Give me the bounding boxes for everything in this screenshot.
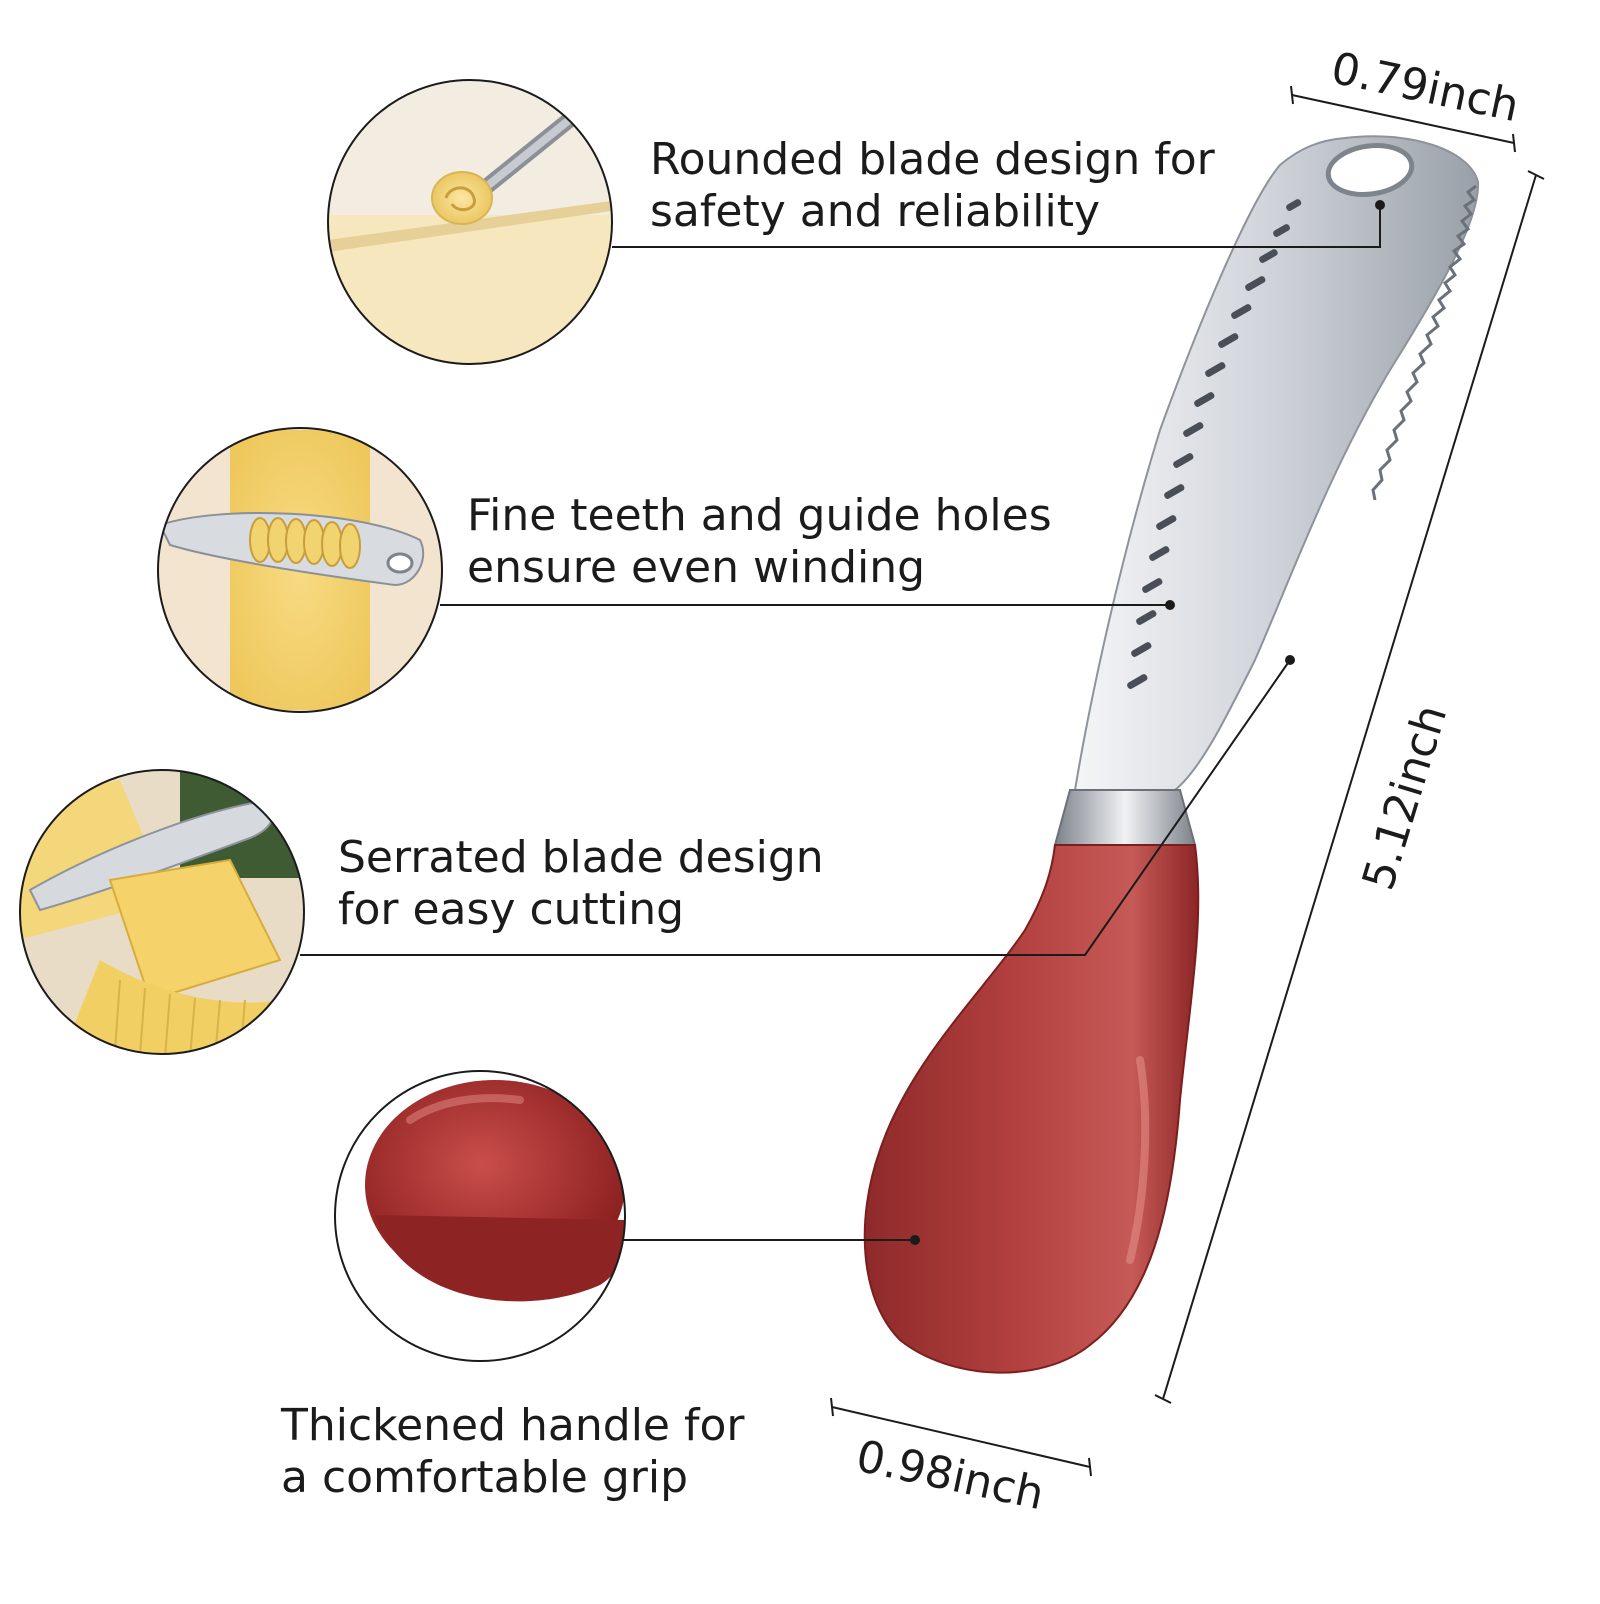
feature-label-thickened-handle: Thickened handle for a comfortable grip [281, 1400, 744, 1504]
feature-label-rounded-blade: Rounded blade design for safety and reli… [650, 134, 1215, 238]
feature-label-line: a comfortable grip [281, 1452, 689, 1503]
photo-thickened-handle [335, 1071, 625, 1361]
feature-label-line: for easy cutting [338, 884, 685, 935]
photo-frame-3 [19, 769, 305, 1055]
feature-label-line: Serrated blade design [338, 832, 824, 883]
knife-handle [863, 844, 1200, 1374]
feature-label-line: safety and reliability [650, 186, 1100, 237]
feature-label-line: Rounded blade design for [650, 134, 1215, 185]
photo-frame-4 [334, 1070, 626, 1362]
photo-rounded-blade [328, 80, 612, 364]
leader-dots [910, 200, 1385, 1245]
leader-lines [300, 205, 1381, 1241]
knife-ferrule [1053, 789, 1197, 846]
feature-label-line: Fine teeth and guide holes [467, 490, 1052, 541]
feature-label-fine-teeth: Fine teeth and guide holes ensure even w… [467, 490, 1052, 594]
photo-fine-teeth [158, 428, 442, 712]
dimension-lines [830, 85, 1545, 1477]
feature-label-line: Thickened handle for [281, 1400, 745, 1451]
feature-label-serrated-blade: Serrated blade design for easy cutting [338, 832, 824, 936]
photo-frame-2 [157, 427, 443, 713]
photo-frame-1 [327, 79, 613, 365]
feature-label-line: ensure even winding [467, 542, 926, 593]
knife-blade [1073, 135, 1480, 791]
guide-holes [1127, 199, 1302, 689]
photo-serrated-blade [20, 770, 304, 1054]
